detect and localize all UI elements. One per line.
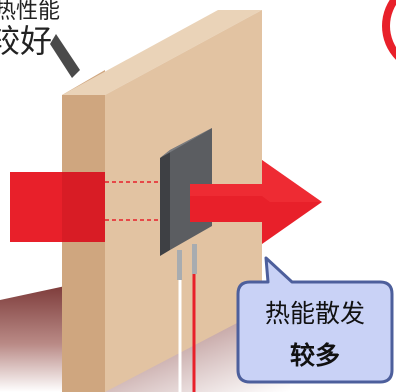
top-label-line1: 热性能 bbox=[0, 0, 60, 24]
board-top bbox=[62, 10, 262, 95]
incoming-heat-block-edge bbox=[62, 172, 105, 242]
top-label-line2: 较好 bbox=[0, 22, 52, 60]
component-side bbox=[160, 150, 170, 256]
component-lead-right bbox=[192, 244, 197, 274]
speech-bubble bbox=[236, 256, 394, 384]
incoming-heat-block bbox=[10, 172, 68, 242]
floor-shadow bbox=[0, 285, 70, 392]
outgoing-heat-arrow-shade bbox=[190, 160, 322, 202]
bubble-line2: 较多 bbox=[290, 341, 340, 370]
indicator-circle-inner bbox=[390, 4, 396, 48]
component-top bbox=[160, 128, 212, 158]
component-lead-left bbox=[177, 250, 182, 280]
bubble-line1: 热能散发 bbox=[265, 299, 365, 328]
label-pointer bbox=[50, 34, 80, 78]
